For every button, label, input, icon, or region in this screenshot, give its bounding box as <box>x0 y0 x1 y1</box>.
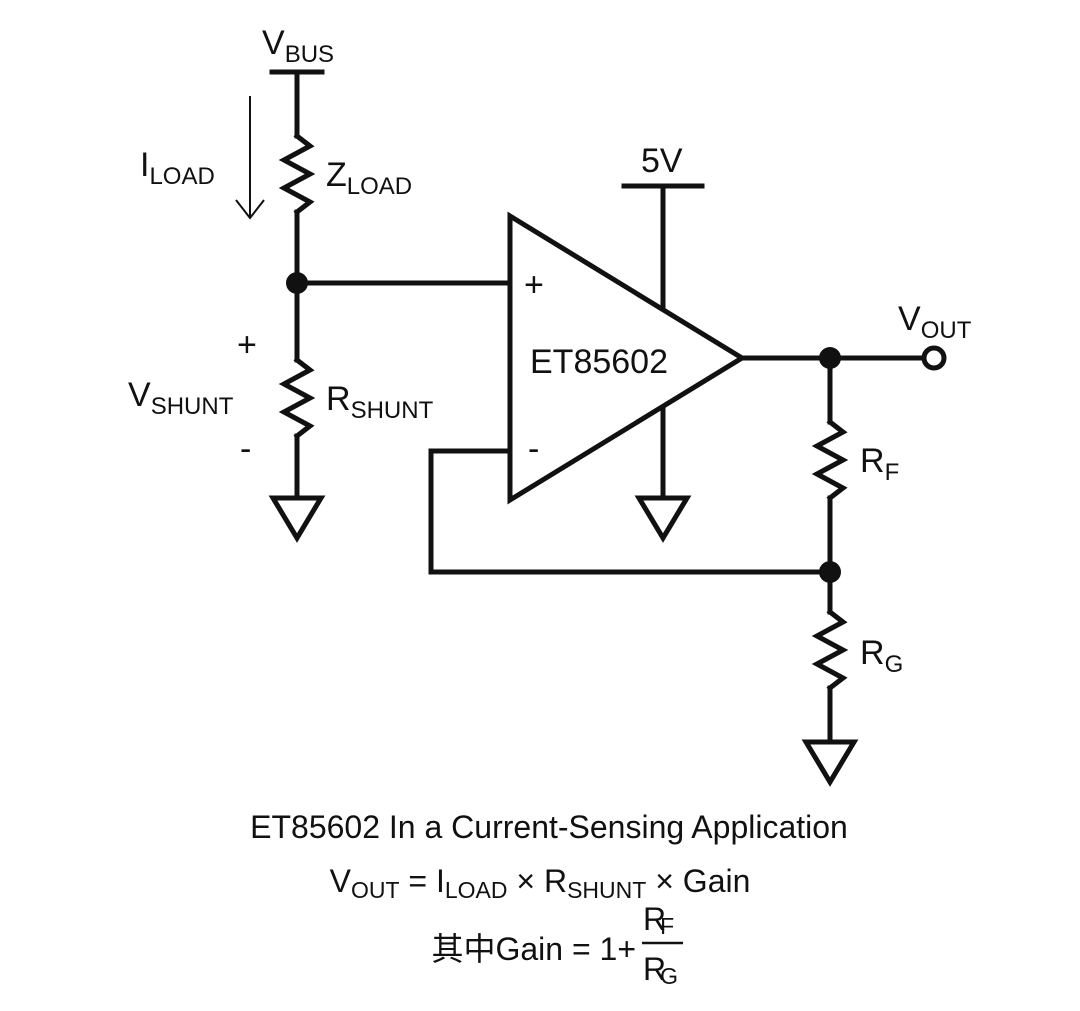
opamp-triangle <box>507 211 747 505</box>
opamp-plus-sign: + <box>524 266 544 304</box>
rg-resistor <box>811 608 849 692</box>
ground-symbol-shunt <box>268 495 326 543</box>
vout-label: VOUT <box>898 300 972 344</box>
gain-expression: 其中Gain = 1+ <box>431 930 636 968</box>
caption-equation-gain: 其中Gain = 1+ RF RG <box>431 901 683 989</box>
opamp-name: ET85602 <box>530 343 668 381</box>
supply-label: 5V <box>641 142 683 180</box>
rshunt-label: RSHUNT <box>326 380 434 424</box>
gain-fraction-numerator: RF <box>643 901 674 939</box>
rf-resistor <box>811 418 849 502</box>
vout-terminal <box>921 345 947 371</box>
gain-fraction-denominator: RG <box>643 951 678 989</box>
rg-label: RG <box>860 634 903 678</box>
iload-arrow <box>235 96 265 220</box>
vshunt-label: VSHUNT <box>128 376 234 420</box>
vshunt-plus: + <box>237 326 257 364</box>
zload-resistor <box>278 132 316 216</box>
caption-equation-vout: VOUT = ILOAD × RSHUNT × Gain <box>330 863 751 903</box>
opamp-minus-sign: - <box>528 430 539 468</box>
supply-rail <box>621 183 705 309</box>
vbus-label: VBUS <box>262 24 334 68</box>
zload-label: ZLOAD <box>326 156 412 200</box>
ground-symbol-rg <box>801 739 859 787</box>
rf-label: RF <box>860 442 899 486</box>
vbus-rail <box>269 69 325 139</box>
vshunt-minus: - <box>240 430 251 468</box>
iload-label: ILOAD <box>140 146 215 190</box>
feedback-wire <box>428 448 833 575</box>
caption-title: ET85602 In a Current-Sensing Application <box>250 809 848 845</box>
rshunt-resistor <box>278 356 316 440</box>
ground-symbol-opamp <box>634 495 692 543</box>
